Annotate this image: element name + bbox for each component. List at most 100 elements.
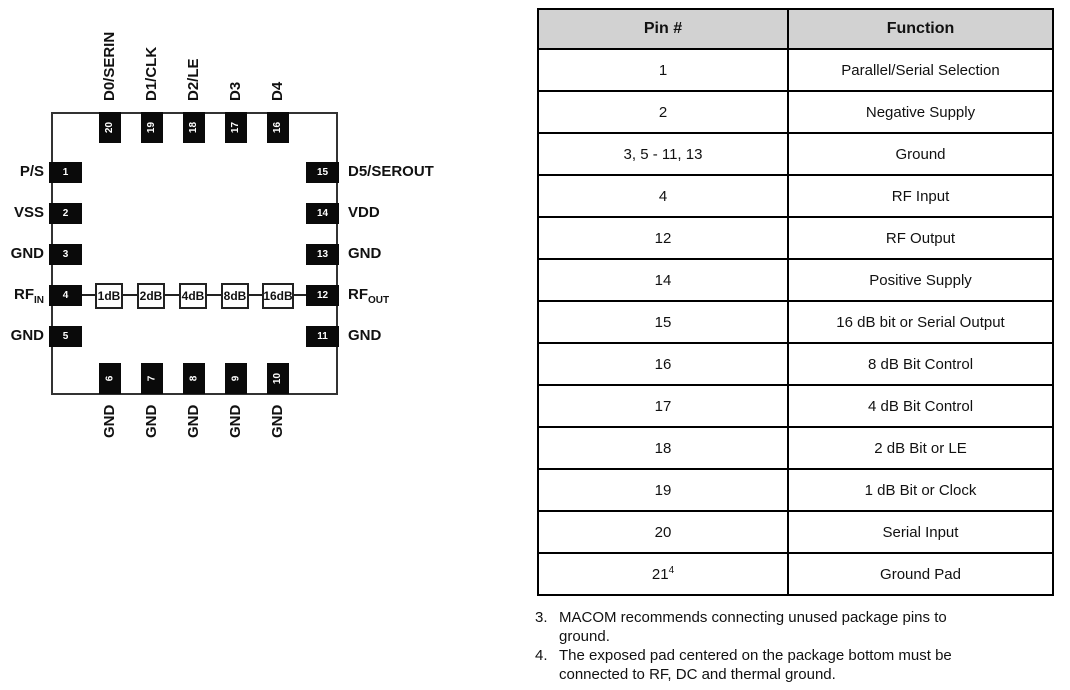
pin-cell: 2: [537, 90, 789, 134]
attenuator-4db: 4dB: [179, 283, 207, 309]
note-4: 4.The exposed pad centered on the packag…: [535, 646, 1059, 684]
pin-11: 11: [306, 326, 339, 347]
function-cell: 1 dB Bit or Clock: [787, 468, 1054, 512]
pin-label-p-s: P/S: [19, 163, 44, 180]
pin-15: 15: [306, 162, 339, 183]
pin-label-d0-serin: D0/SERIN: [101, 31, 118, 101]
pin-number: 19: [146, 121, 158, 134]
pin-cell: 15: [537, 300, 789, 344]
note-line: MACOM recommends connecting unused packa…: [559, 609, 947, 626]
pin-7: 7: [141, 363, 163, 394]
pin-cell: 1: [537, 48, 789, 92]
pin-label-gnd: GND: [10, 327, 44, 344]
function-cell: 16 dB bit or Serial Output: [787, 300, 1054, 344]
attenuator-label: 2dB: [139, 289, 163, 303]
pin-cell: 14: [537, 258, 789, 302]
pin-4: 4: [49, 285, 82, 306]
pin-label-gnd: GND: [143, 404, 160, 438]
note-text: The exposed pad centered on the package …: [559, 646, 1059, 684]
attenuator-1db: 1dB: [95, 283, 123, 309]
pin-14: 14: [306, 203, 339, 224]
pin-cell: 12: [537, 216, 789, 260]
attenuator-label: 1dB: [97, 289, 121, 303]
attenuator-label: 16dB: [263, 289, 293, 303]
function-cell: Ground: [787, 132, 1054, 176]
function-cell: RF Output: [787, 216, 1054, 260]
function-cell: Parallel/Serial Selection: [787, 48, 1054, 92]
pin-label-d3: D3: [227, 81, 244, 101]
pin-label-subscript: IN: [34, 295, 44, 306]
pin-number: 5: [62, 331, 69, 342]
table-header-row: Pin #Function: [537, 8, 1054, 50]
footnotes: 3. MACOM recommends connecting unused pac…: [535, 608, 1059, 684]
function-cell: 2 dB Bit or LE: [787, 426, 1054, 470]
pin-5: 5: [49, 326, 82, 347]
pin-label-d5-serout: D5/SEROUT: [348, 163, 434, 180]
function-cell: Ground Pad: [787, 552, 1054, 596]
pin-19: 19: [141, 112, 163, 143]
function-cell: 4 dB Bit Control: [787, 384, 1054, 428]
pin-superscript: 4: [668, 565, 675, 576]
pin-1: 1: [49, 162, 82, 183]
table-head: Pin #Function: [537, 8, 1054, 50]
note-line: The exposed pad centered on the package …: [559, 647, 952, 664]
table-header-function: Function: [787, 8, 1054, 50]
pin-label-rfout: RFOUT: [348, 286, 390, 306]
pin-13: 13: [306, 244, 339, 265]
note-text: MACOM recommends connecting unused packa…: [559, 608, 1059, 646]
pin-number: 14: [316, 208, 329, 219]
note-number: 3.: [535, 609, 548, 626]
pin-cell: 17: [537, 384, 789, 428]
pin-label-gnd: GND: [101, 404, 118, 438]
pin-number: 12: [316, 290, 329, 301]
pin-number: 6: [104, 375, 116, 382]
pin-label-rfin: RFIN: [14, 286, 44, 306]
function-cell: Negative Supply: [787, 90, 1054, 134]
pin-number: 20: [104, 121, 116, 134]
pin-label-gnd: GND: [10, 245, 44, 262]
pin-10: 10: [267, 363, 289, 394]
pin-number: 11: [317, 331, 328, 342]
pin-label-vss: VSS: [13, 204, 44, 221]
pin-cell: 4: [537, 174, 789, 218]
pin-number: 8: [188, 375, 200, 382]
pin-number: 13: [316, 249, 329, 260]
attenuator-label: 4dB: [181, 289, 205, 303]
pin-number: 1: [62, 167, 69, 178]
note-line: ground.: [559, 628, 610, 645]
pin-label-gnd: GND: [227, 404, 244, 438]
pin-number: 9: [230, 375, 242, 382]
pin-18: 18: [183, 112, 205, 143]
pin-label-d2-le: D2/LE: [185, 58, 202, 101]
pin-cell: 214: [537, 552, 789, 596]
function-cell: 8 dB Bit Control: [787, 342, 1054, 386]
pin-3: 3: [49, 244, 82, 265]
note-line: connected to RF, DC and thermal ground.: [559, 666, 836, 683]
pin-number: 18: [188, 121, 200, 134]
pin-cell: 3, 5 - 11, 13: [537, 132, 789, 176]
pin-cell: 20: [537, 510, 789, 554]
note-3: 3. MACOM recommends connecting unused pac…: [535, 608, 1059, 646]
pin-9: 9: [225, 363, 247, 394]
pin-cell: 19: [537, 468, 789, 512]
pin-number: 10: [272, 372, 284, 385]
pin-label-subscript: OUT: [368, 295, 390, 306]
pin-label-gnd: GND: [348, 327, 382, 344]
pin-17: 17: [225, 112, 247, 143]
